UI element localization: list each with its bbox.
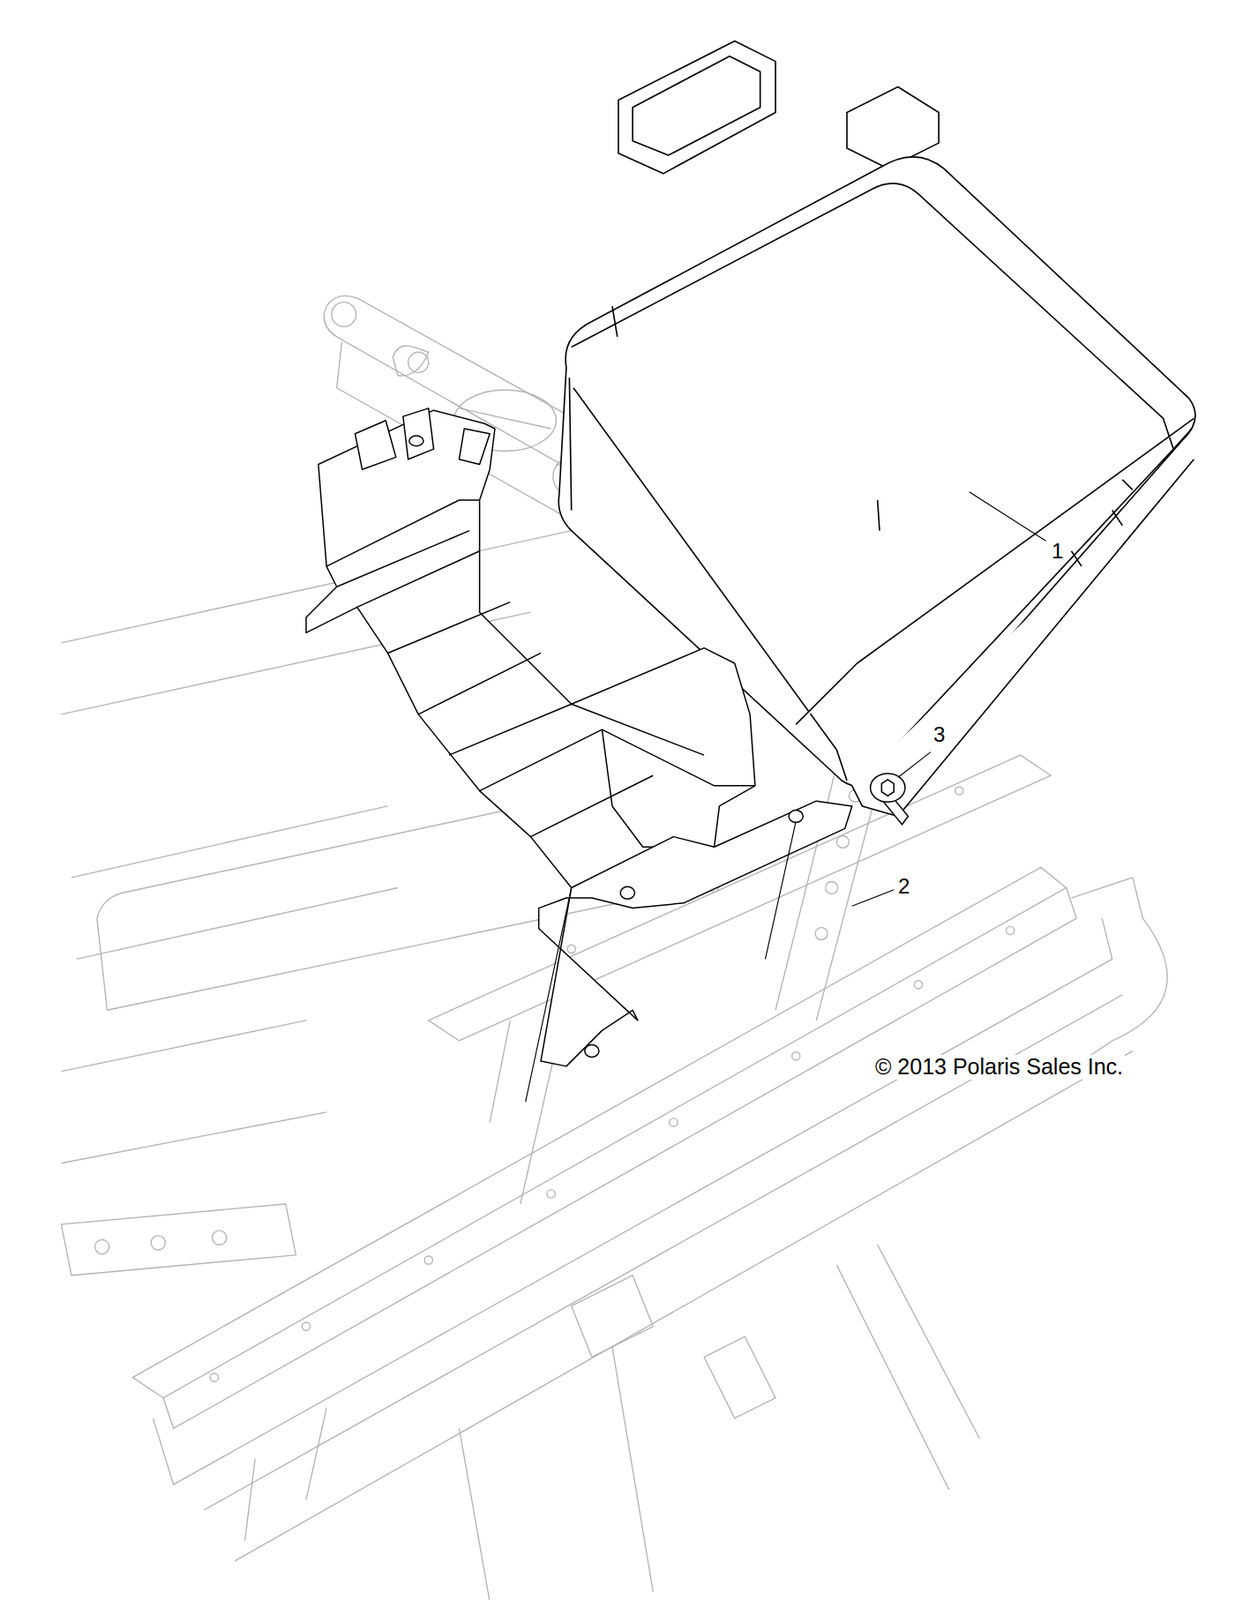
callout-number: 3 xyxy=(931,723,947,747)
callout-number: 1 xyxy=(1049,539,1065,563)
copyright-notice: © 2013 Polaris Sales Inc. xyxy=(873,1055,1125,1080)
callout-number: 2 xyxy=(896,875,912,899)
leader-lines xyxy=(525,492,1047,1103)
heat-shield xyxy=(306,183,853,1066)
screw xyxy=(870,773,909,825)
